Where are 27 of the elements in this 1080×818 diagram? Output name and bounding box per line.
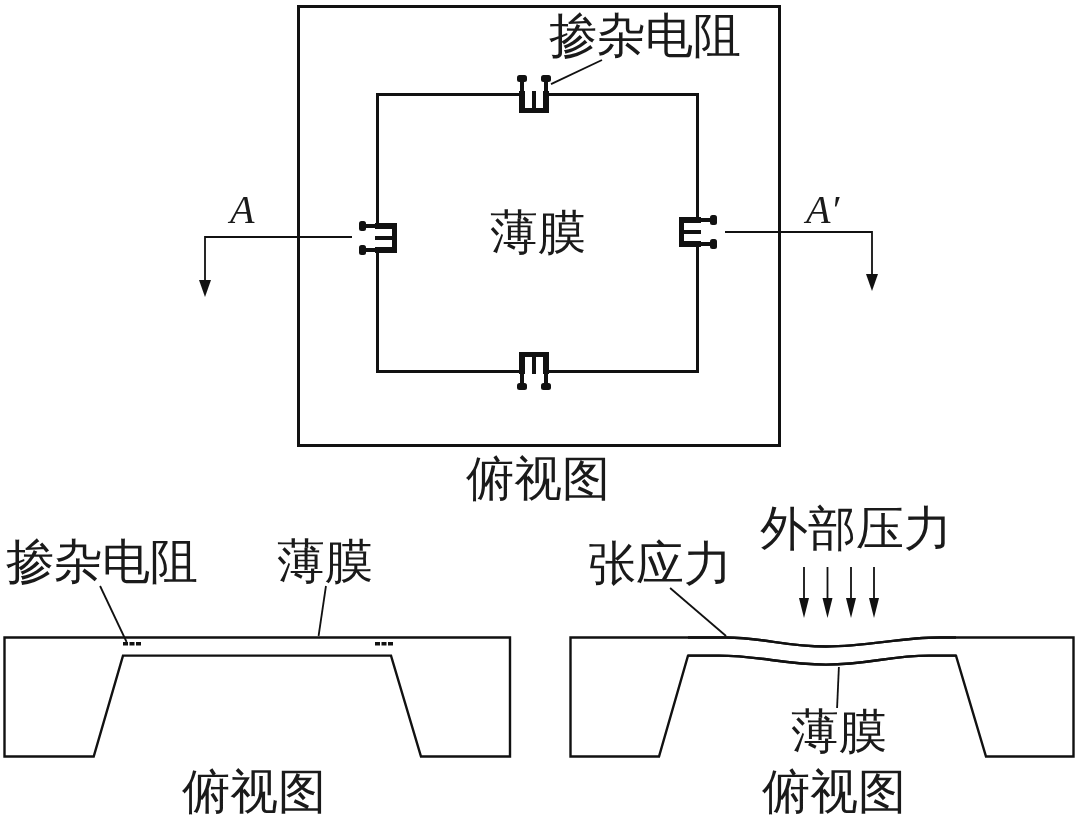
resistor-symbol <box>517 75 551 113</box>
membrane-label: 薄膜 <box>489 209 586 257</box>
resistor-symbol <box>679 215 717 249</box>
leader-line <box>99 585 128 643</box>
view-caption: 俯视图 <box>761 768 907 816</box>
callout-label: 掺杂电阻 <box>549 12 741 60</box>
cross-section-outline <box>569 636 1075 758</box>
leader-line <box>836 666 840 709</box>
chip-frame <box>297 5 781 447</box>
callout-label: 掺杂电阻 <box>6 538 198 586</box>
resistor-symbol <box>517 352 551 390</box>
callout-label: 薄膜 <box>791 708 887 756</box>
callout-label: 外部压力 <box>760 505 952 553</box>
membrane-layer <box>688 636 956 667</box>
view-caption: 俯视图 <box>465 455 611 503</box>
section-label: A <box>230 190 255 230</box>
callout-label: 张应力 <box>588 540 732 588</box>
cross-section-outline <box>3 636 512 758</box>
callout-label: 薄膜 <box>277 538 373 586</box>
resistor-symbol <box>359 221 397 255</box>
resistor-mark <box>375 642 393 646</box>
view-caption: 俯视图 <box>181 768 327 816</box>
leader-line <box>669 587 727 637</box>
resistor-mark <box>123 642 141 646</box>
leader-line <box>550 59 603 86</box>
leader-line <box>317 585 327 637</box>
section-label: A′ <box>806 190 840 230</box>
